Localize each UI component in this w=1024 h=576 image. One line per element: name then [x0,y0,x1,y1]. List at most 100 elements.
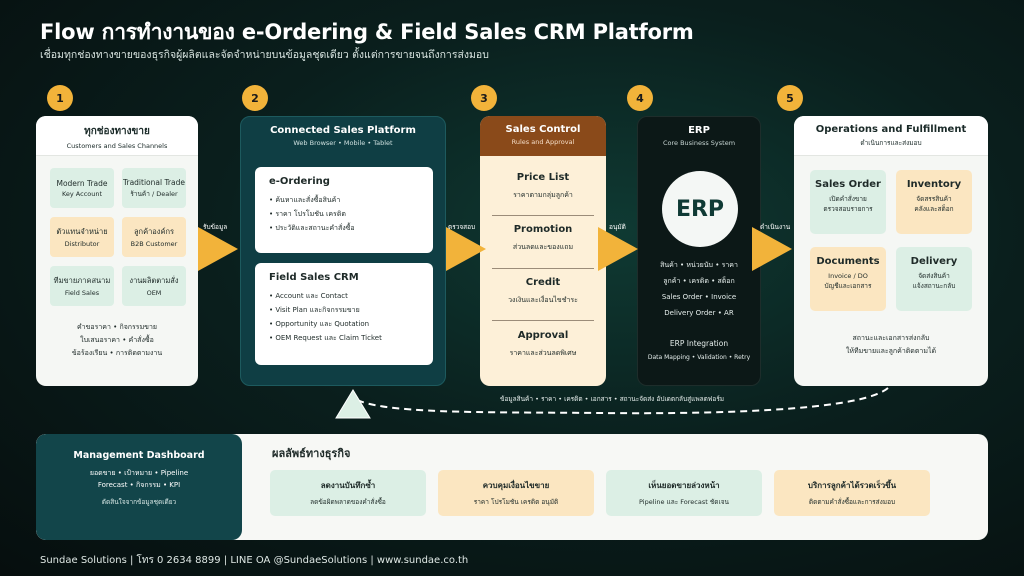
stage-header: ทุกช่องทางขาย Customers and Sales Channe… [36,116,198,156]
arrow-label: อนุมัติ [609,223,626,231]
step-badge-5: 5 [777,85,803,111]
channel-desc: Key Account [61,189,103,198]
result-title: บริการลูกค้าได้รวดเร็วขึ้น [807,481,897,490]
result-card: ลดงานบันทึกซ้ำ ลดข้อผิดพลาดของคำสั่งซื้อ [270,470,426,516]
footer-line: ข้อร้องเรียน • การติดตามงาน [71,349,163,357]
erp-line: สินค้า • หน่วยนับ • ราคา [660,261,738,269]
flow-arrow-2 [446,227,486,271]
flow-arrow-3 [598,227,638,271]
dashboard-line: Forecast • กิจกรรม • KPI [97,481,181,489]
stage-subtitle: Customers and Sales Channels [66,142,168,150]
page-subtitle: เชื่อมทุกช่องทางขายของธุรกิจผู้ผลิตและจั… [40,49,489,61]
ops-desc: จัดสรรสินค้า คลังและสต็อก [914,195,954,213]
channel-tile: ลูกค้าองค์กร B2B Customer [122,217,186,257]
eordering-panel: e-Ordering • ค้นหาและสั่งซื้อสินค้า • รา… [255,167,433,253]
panel-item: • Visit Plan และกิจกรรมขาย [269,306,360,314]
channel-tile: ทีมขายภาคสนาม Field Sales [50,266,114,306]
channel-desc: B2B Customer [130,240,178,248]
control-desc: ส่วนลดและของแถม [512,243,574,251]
footer-line: สถานะและเอกสารส่งกลับ [852,334,930,342]
footer-line: ให้ทีมขายและลูกค้าติดตามได้ [845,347,937,355]
bottom-panel: Management Dashboard ยอดขาย • เป้าหมาย •… [36,434,988,540]
divider [492,320,594,321]
dashboard-lines: ยอดขาย • เป้าหมาย • Pipeline Forecast • … [36,467,242,491]
stage-operations: Operations and Fulfillment ดำเนินการและส… [794,116,988,386]
management-dashboard: Management Dashboard ยอดขาย • เป้าหมาย •… [36,434,242,540]
panel-item: • ประวัติและสถานะคำสั่งซื้อ [269,224,355,232]
control-item: Approval ราคาและส่วนลดพิเศษ [492,330,594,359]
control-item: Price List ราคาตามกลุ่มลูกค้า [492,172,594,201]
step-badge-2: 2 [242,85,268,111]
ops-tile-sales-order: Sales Order เปิดคำสั่งขาย ตรวจสอบรายการ [810,170,886,234]
stage-title: Sales Control [505,124,581,135]
result-card: เห็นยอดขายล่วงหน้า Pipeline และ Forecast… [606,470,762,516]
divider [492,268,594,269]
stage-title: ทุกช่องทางขาย [84,126,150,137]
stage-subtitle: Web Browser • Mobile • Tablet [293,139,393,147]
footer-line: คำขอราคา • กิจกรรมขาย [76,323,157,331]
stage-subtitle: ดำเนินการและส่งมอบ [860,139,922,147]
ops-desc: เปิดคำสั่งขาย ตรวจสอบรายการ [823,195,873,213]
panel-item: • Account และ Contact [269,292,348,300]
result-title: ลดงานบันทึกซ้ำ [320,481,376,490]
channel-name: ทีมขายภาคสนาม [53,276,111,285]
erp-integration: ERP Integration Data Mapping • Validatio… [638,339,760,361]
stage-title: Connected Sales Platform [270,125,416,136]
panel-item: • ราคา โปรโมชัน เครดิต [269,210,346,218]
channel-tile: ตัวแทนจำหน่าย Distributor [50,217,114,257]
ops-title: Sales Order [815,179,881,190]
channel-name: ลูกค้าองค์กร [133,227,175,236]
channel-name: ตัวแทนจำหน่าย [56,227,108,236]
arrow-label: ดำเนินงาน [760,223,791,231]
result-card: ควบคุมเงื่อนไขขาย ราคา โปรโมชัน เครดิต อ… [438,470,594,516]
integration-desc: Data Mapping • Validation • Retry [647,354,751,361]
contact-footer: Sundae Solutions | โทร 0 2634 8899 | LIN… [40,555,469,566]
erp-line: Sales Order • Invoice [661,293,737,301]
result-title: ควบคุมเงื่อนไขขาย [482,481,550,490]
stage-header: Operations and Fulfillment ดำเนินการและส… [794,116,988,156]
control-item: Promotion ส่วนลดและของแถม [492,224,594,253]
ops-desc: จัดส่งสินค้า แจ้งสถานะกลับ [912,272,956,290]
ops-tile-delivery: Delivery จัดส่งสินค้า แจ้งสถานะกลับ [896,247,972,311]
ops-tile-documents: Documents Invoice / DO บัญชีและเอกสาร [810,247,886,311]
erp-line: ลูกค้า • เครดิต • สต็อก [663,277,735,285]
result-desc: ติดตามคำสั่งซื้อและการส่งมอบ [808,498,896,506]
feedback-label: ข้อมูลสินค้า • ราคา • เครดิต • เอกสาร • … [500,395,725,403]
control-title: Price List [516,172,570,183]
panel-title: e-Ordering [269,176,330,187]
stage-footer: คำขอราคา • กิจกรรมขาย ใบเสนอราคา • คำสั่… [36,321,198,360]
dashboard-line: ยอดขาย • เป้าหมาย • Pipeline [89,469,189,477]
stage-sales-control: Sales Control Rules and Approval Price L… [480,116,606,386]
erp-data-list: สินค้า • หน่วยนับ • ราคา ลูกค้า • เครดิต… [638,257,760,321]
result-title: เห็นยอดขายล่วงหน้า [648,481,720,490]
result-card: บริการลูกค้าได้รวดเร็วขึ้น ติดตามคำสั่งซ… [774,470,930,516]
ops-desc: Invoice / DO บัญชีและเอกสาร [824,272,872,290]
panel-item: • Opportunity และ Quotation [269,320,370,328]
result-desc: Pipeline และ Forecast ชัดเจน [639,498,729,506]
dashboard-title: Management Dashboard [73,450,205,461]
step-badge-4: 4 [627,85,653,111]
dashboard-note: ตัดสินใจจากข้อมูลชุดเดียว [101,498,177,506]
erp-line: Delivery Order • AR [664,309,734,317]
stage-header: Connected Sales Platform Web Browser • M… [241,117,445,157]
stage-subtitle: Rules and Approval [511,138,575,146]
panel-item: • ค้นหาและสั่งซื้อสินค้า [269,196,341,204]
ops-title: Delivery [910,256,958,267]
flow-arrow-4 [752,227,792,271]
channel-desc: ร้านค้า / Dealer [130,189,178,198]
erp-logo-circle: ERP [662,171,738,247]
panel-item: • OEM Request และ Claim Ticket [269,334,382,342]
stage-subtitle: Core Business System [662,139,736,147]
control-desc: ราคาและส่วนลดพิเศษ [509,349,577,357]
stage-header: Sales Control Rules and Approval [480,116,606,156]
stage-erp: ERP Core Business System ERP สินค้า • หน… [637,116,761,386]
ops-title: Inventory [906,179,962,190]
control-desc: ราคาตามกลุ่มลูกค้า [513,191,573,199]
control-title: Credit [525,277,561,288]
stage-connected-platform: Connected Sales Platform Web Browser • M… [240,116,446,386]
divider [492,215,594,216]
result-desc: ราคา โปรโมชัน เครดิต อนุมัติ [473,498,559,506]
control-title: Approval [517,330,569,341]
channel-name: Modern Trade [56,178,108,188]
channel-name: Traditional Trade [123,177,185,187]
